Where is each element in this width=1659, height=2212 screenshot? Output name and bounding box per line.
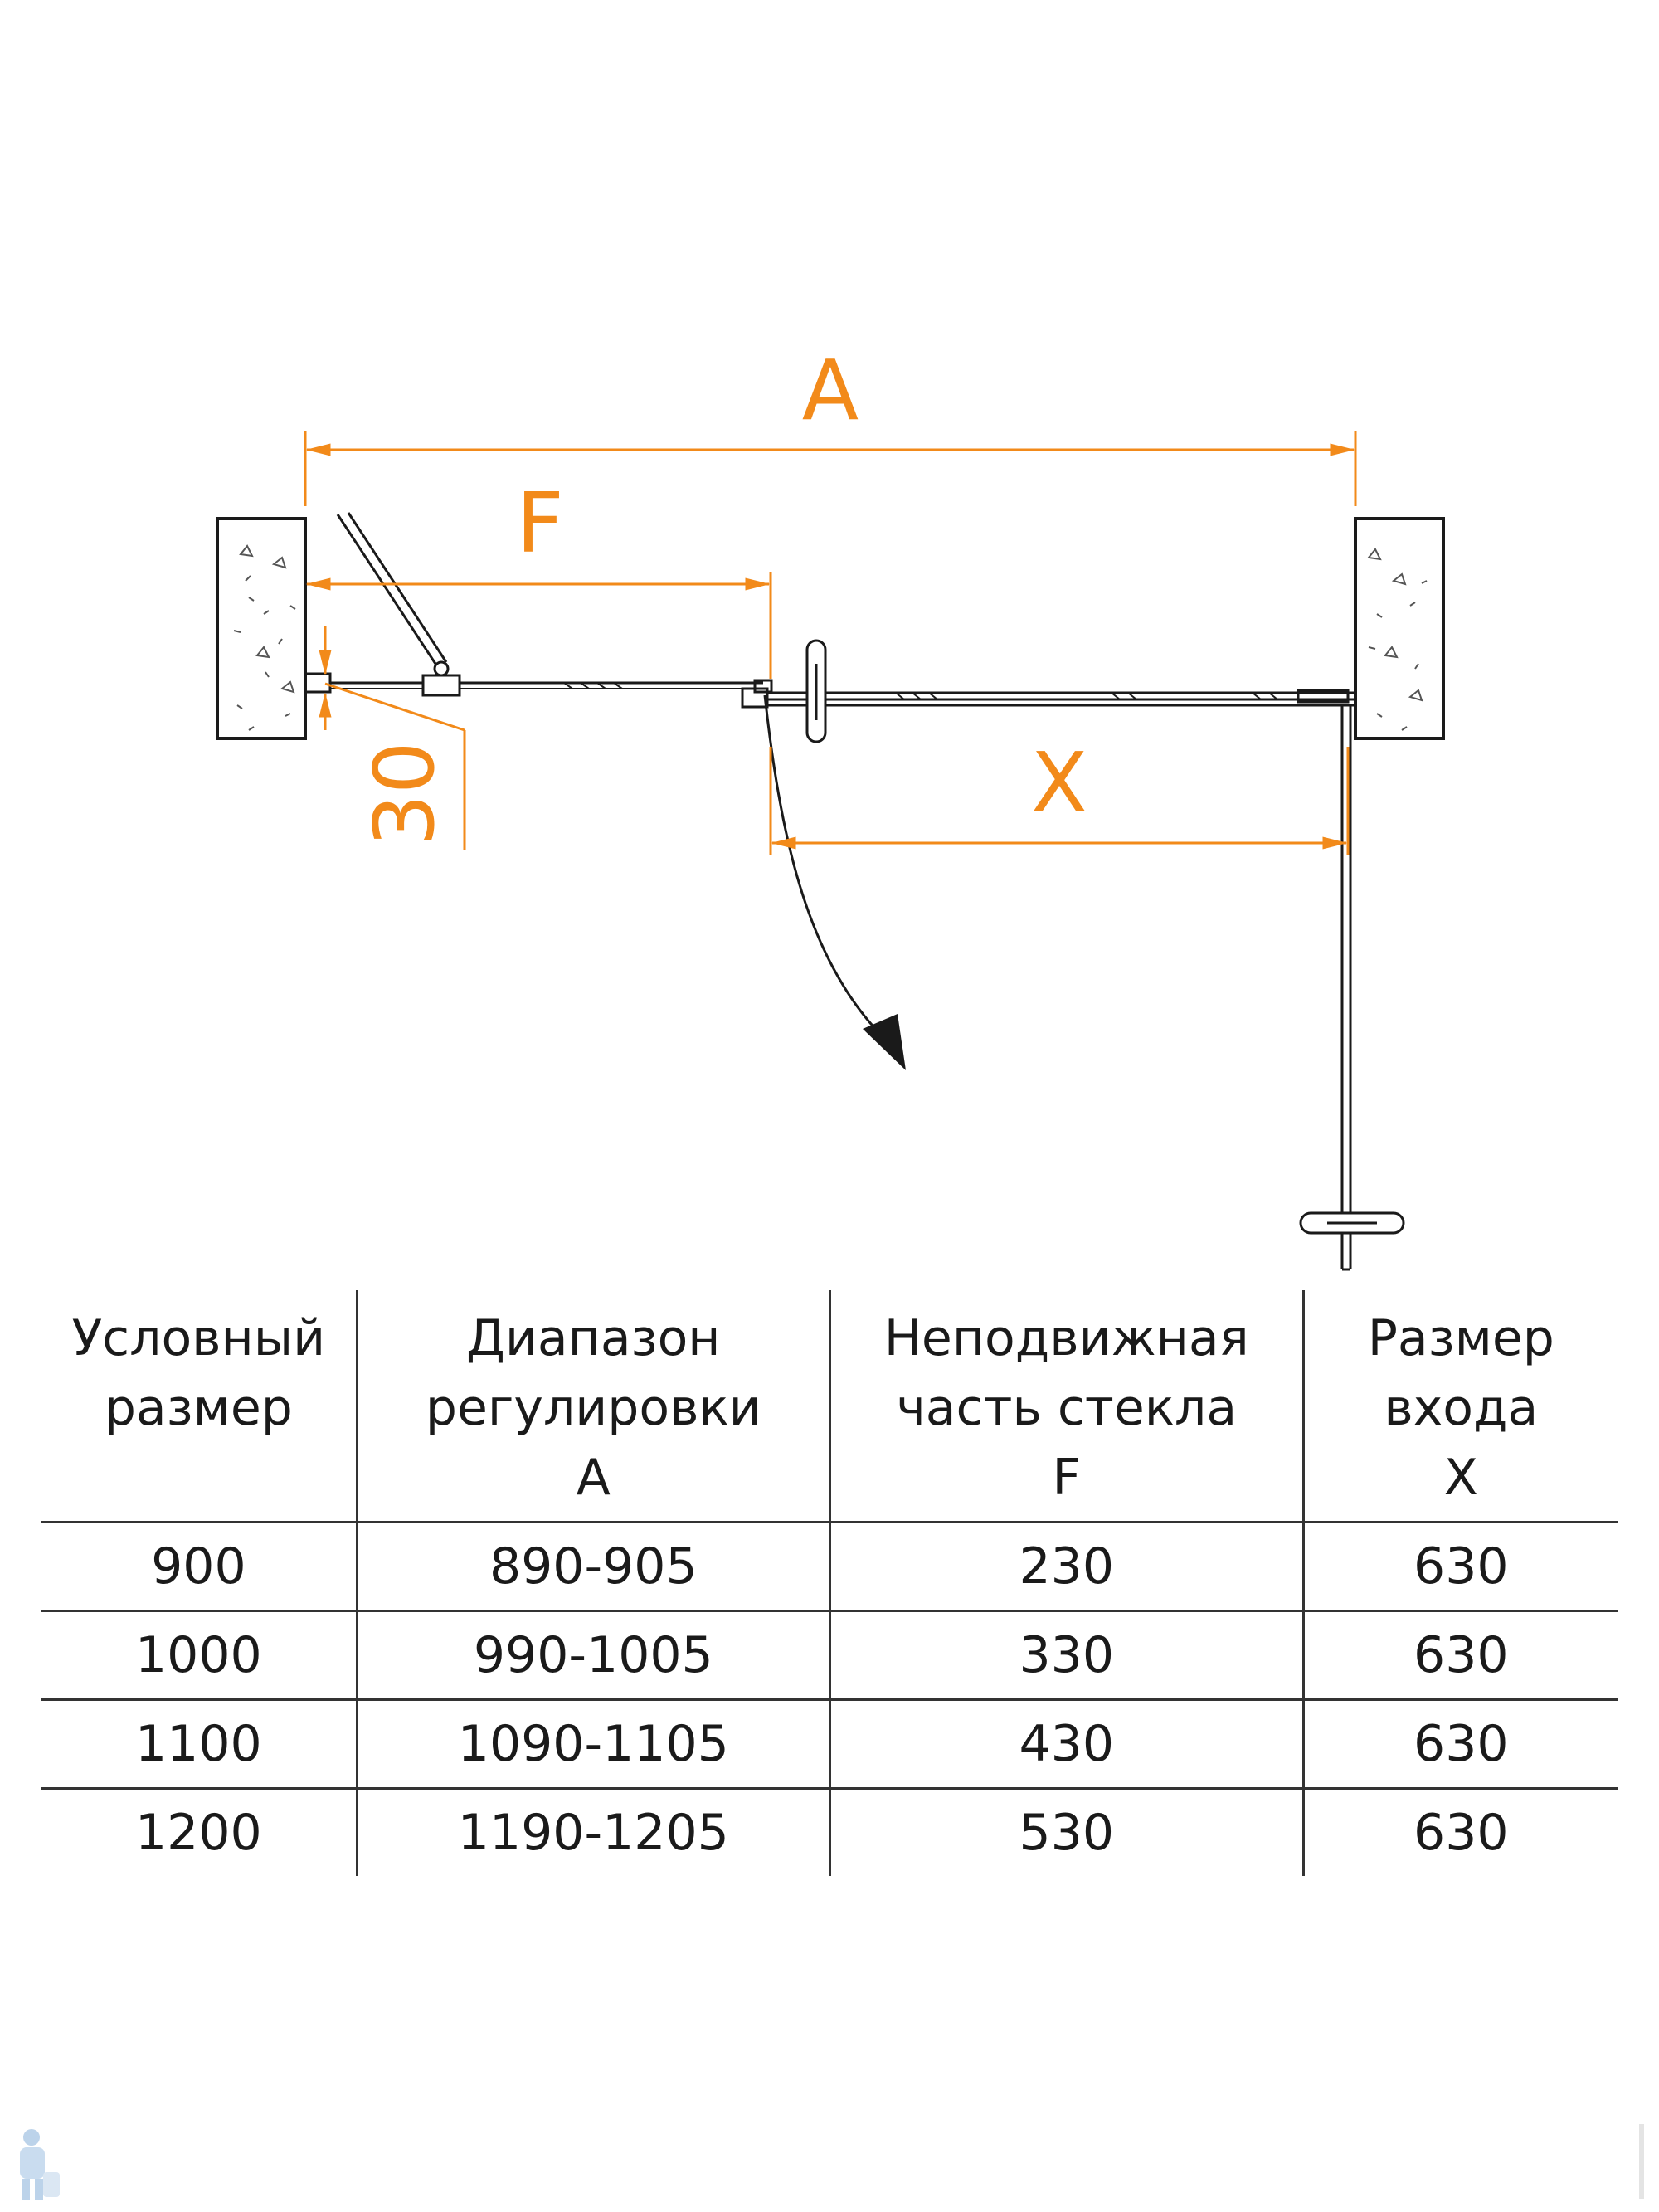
header-line: Неподвижная: [883, 1309, 1249, 1367]
table-cell: 230: [828, 1522, 1304, 1612]
swing-arc: [763, 694, 906, 1070]
table-cell: 430: [828, 1699, 1304, 1790]
table-cell: 330: [828, 1610, 1304, 1701]
header-line: Размер: [1367, 1309, 1554, 1367]
dimension-x: [769, 747, 1350, 855]
table-cell: 1000: [41, 1610, 358, 1701]
table-cell: 630: [1301, 1699, 1618, 1790]
size-spec-table: Условный размер Диапазон регулировки A Н…: [41, 1290, 1618, 1876]
header-line: Диапазон: [466, 1309, 721, 1367]
table-row: 900 890-905 230 630: [41, 1522, 1618, 1612]
plumber-logo-icon: [20, 2129, 60, 2200]
table-cell: 1090-1105: [355, 1699, 830, 1790]
dimension-f: [305, 572, 772, 679]
header-line: F: [1052, 1449, 1082, 1507]
table-cell: 1200: [135, 1804, 262, 1862]
dimension-f-label: F: [516, 475, 564, 572]
side-watermark-icon: [1639, 2124, 1644, 2199]
dimension-offset-label: 30: [356, 741, 453, 846]
table-cell: 630: [1301, 1788, 1618, 1876]
sliding-door: [741, 679, 1354, 709]
header-line: регулировки: [425, 1379, 761, 1437]
dimension-a-label: A: [802, 342, 859, 439]
table-cell: 900: [41, 1522, 358, 1612]
table-cell: 1190-1205: [355, 1788, 830, 1876]
header-line: [41, 1443, 356, 1513]
hinged-panel: [1299, 705, 1405, 1271]
header-line: размер: [104, 1379, 293, 1437]
table-cell: 990-1005: [355, 1610, 830, 1701]
header-line: часть стекла: [896, 1379, 1238, 1437]
support-bar: [336, 512, 461, 697]
fixed-glass-panel: [304, 672, 763, 694]
table-row: 1000 990-1005 330 630: [41, 1610, 1618, 1701]
door-handle: [805, 639, 827, 743]
table-cell: 1100: [41, 1699, 358, 1790]
table-row: 1100 1090-1105 430 630: [41, 1699, 1618, 1790]
dimension-x-label: X: [1031, 734, 1088, 831]
right-wall: [1354, 517, 1445, 740]
table-cell: 630: [1301, 1610, 1618, 1701]
header-nominal-size: Условный размер: [41, 1290, 358, 1523]
table-cell: 890-905: [355, 1522, 830, 1612]
header-line: Условный: [71, 1309, 326, 1367]
table-cell: 530: [828, 1788, 1304, 1876]
table-cell: 630: [1301, 1522, 1618, 1612]
dimension-a: [304, 431, 1357, 506]
header-line: входа: [1384, 1379, 1539, 1437]
header-line: A: [576, 1449, 611, 1507]
dimension-offset: [319, 626, 466, 850]
header-fixed-glass: Неподвижная часть стекла F: [828, 1290, 1304, 1523]
header-line: X: [1443, 1449, 1478, 1507]
table-header-row: Условный размер Диапазон регулировки A Н…: [41, 1290, 1618, 1523]
shower-door-plan-drawing: A F X 30: [216, 342, 1445, 1271]
table-row: 1200 1190-1205 530 630: [41, 1788, 1618, 1876]
left-wall: [216, 517, 307, 740]
header-entry-size: Размер входа X: [1301, 1290, 1618, 1523]
header-adjustment-range: Диапазон регулировки A: [355, 1290, 830, 1523]
